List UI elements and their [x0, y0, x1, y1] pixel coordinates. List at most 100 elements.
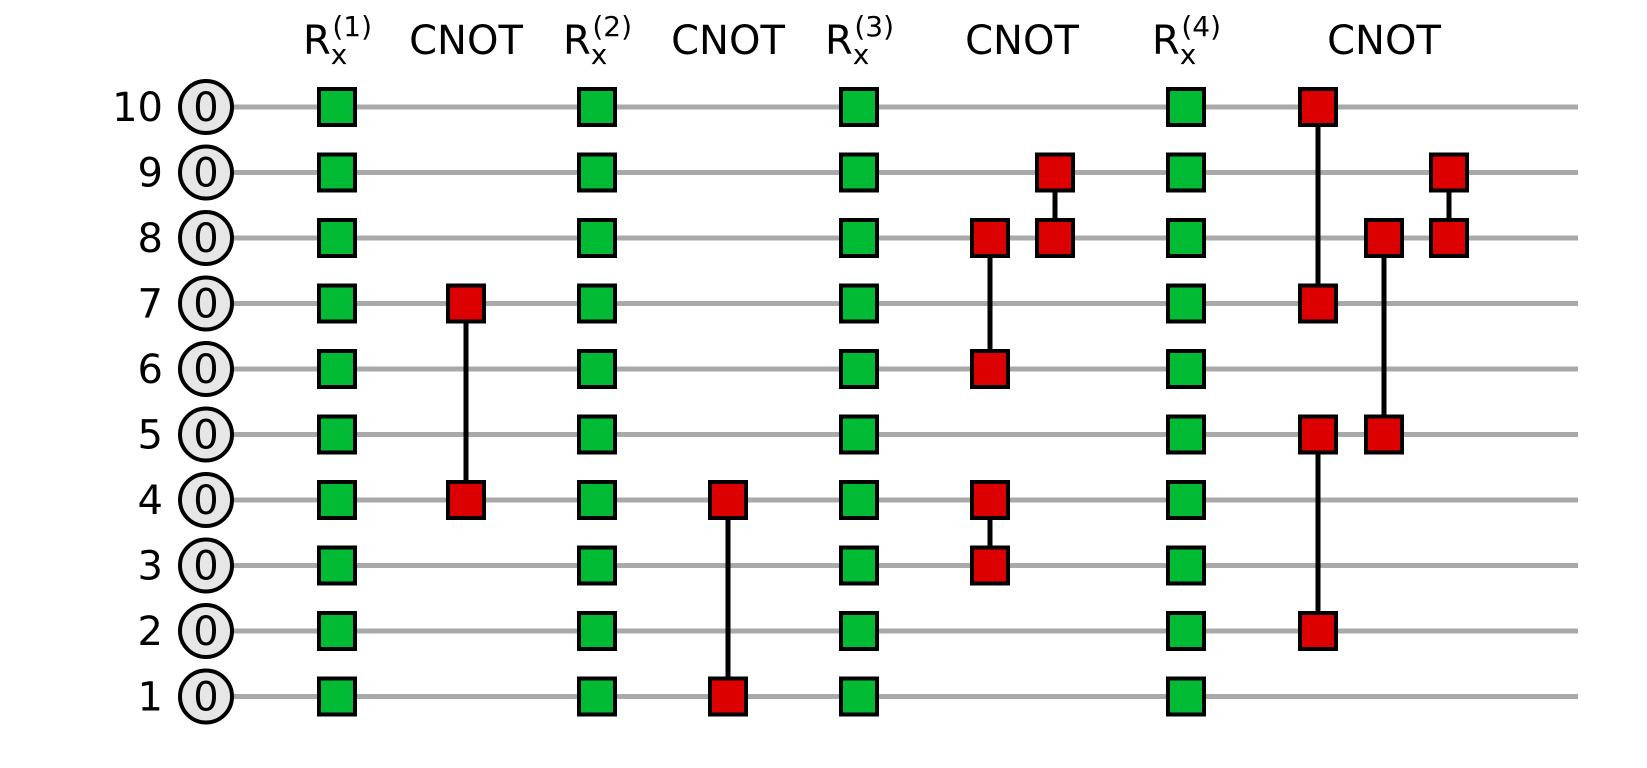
cnot-gate	[1298, 611, 1338, 651]
cnot-gate	[1035, 152, 1075, 193]
rotation-gate	[577, 676, 617, 717]
rotation-label-base: R	[1152, 18, 1180, 64]
initial-state-value: 0	[193, 216, 218, 262]
rotation-label-sub: x	[1180, 38, 1197, 71]
initial-state-value: 0	[193, 151, 218, 197]
qubit-index-label: 4	[138, 478, 163, 524]
initial-state-value: 0	[193, 347, 218, 393]
cnot-layer-label: CNOT	[1327, 18, 1441, 64]
rotation-layer-label: Rx(4)	[1152, 10, 1221, 71]
cnot-gate	[1429, 218, 1469, 258]
qubit-index-label: 5	[138, 413, 163, 459]
initial-state-circle	[178, 341, 234, 397]
qubit-index-label: 1	[138, 675, 163, 721]
rotation-gate	[317, 218, 357, 258]
cnot-gate	[1298, 414, 1338, 455]
initial-state-circle	[178, 79, 234, 135]
rotation-gate	[1166, 545, 1206, 586]
gates	[317, 87, 1469, 717]
initial-state-circle	[178, 210, 234, 266]
rotation-gate	[839, 545, 879, 586]
cnot-gate	[970, 545, 1010, 586]
rotation-label-base: R	[303, 18, 331, 64]
cnot-gate	[970, 218, 1010, 258]
rotation-gate	[317, 545, 357, 586]
initial-state-circle	[178, 668, 234, 725]
cnot-gate	[1298, 283, 1338, 324]
rotation-gate	[577, 414, 617, 455]
rotation-gate	[317, 414, 357, 455]
rotation-gate	[839, 349, 879, 389]
cnot-layer-label: CNOT	[965, 18, 1079, 64]
rotation-gate	[1166, 414, 1206, 455]
initial-state-circle	[178, 275, 234, 332]
rotation-gate	[839, 152, 879, 193]
rotation-gate	[317, 611, 357, 651]
rotation-gate	[577, 611, 617, 651]
cnot-gate	[1364, 414, 1404, 455]
initial-state-value: 0	[193, 675, 218, 721]
cnot-layer-label: CNOT	[671, 18, 785, 64]
rotation-gate	[1166, 152, 1206, 193]
rotation-gate	[839, 611, 879, 651]
initial-state-value: 0	[193, 85, 218, 131]
qubit-index-label: 7	[138, 282, 163, 328]
cnot-links	[463, 107, 1452, 697]
rotation-layer-label: Rx(3)	[825, 10, 894, 71]
rotation-label-sub: x	[591, 38, 608, 71]
qubit-index-label: 3	[138, 544, 163, 590]
initial-state-value: 0	[193, 609, 218, 655]
qubit-index-label: 2	[138, 609, 163, 655]
rotation-gate	[1166, 87, 1206, 127]
initial-state-circle	[178, 537, 234, 594]
rotation-gate	[1166, 283, 1206, 324]
rotation-gate	[317, 283, 357, 324]
rotation-gate	[577, 349, 617, 389]
rotation-gate	[317, 349, 357, 389]
rotation-gate	[1166, 480, 1206, 520]
qubit-index-label: 6	[138, 347, 163, 393]
cnot-layer-label: CNOT	[409, 18, 523, 64]
cnot-gate	[708, 676, 748, 717]
cnot-gate	[970, 349, 1010, 389]
cnot-gate	[446, 283, 486, 324]
rotation-label-sup: (1)	[332, 10, 372, 43]
cnot-gate	[1364, 218, 1404, 258]
rotation-gate	[577, 152, 617, 193]
initial-state-value: 0	[193, 282, 218, 328]
rotation-gate	[317, 152, 357, 193]
rotation-label-sub: x	[853, 38, 870, 71]
qubit-index-label: 10	[112, 85, 163, 131]
rotation-gate	[1166, 218, 1206, 258]
rotation-label-sup: (3)	[854, 10, 894, 43]
initial-state-value: 0	[193, 478, 218, 524]
rotation-gate	[839, 283, 879, 324]
qubit-index-label: 9	[138, 151, 163, 197]
cnot-gate	[708, 480, 748, 520]
rotation-gate	[577, 87, 617, 127]
rotation-gate	[839, 480, 879, 520]
cnot-gate	[1429, 152, 1469, 193]
cnot-gate	[446, 480, 486, 520]
rotation-gate	[839, 87, 879, 127]
initial-state-value: 0	[193, 544, 218, 590]
initial-state-circle	[178, 472, 234, 528]
initial-state-value: 0	[193, 413, 218, 459]
rotation-gate	[1166, 611, 1206, 651]
rotation-gate	[577, 218, 617, 258]
initial-state-circle	[178, 603, 234, 659]
rotation-gate	[1166, 349, 1206, 389]
rotation-gate	[317, 676, 357, 717]
rotation-layer-label: Rx(1)	[303, 10, 372, 71]
rotation-gate	[1166, 676, 1206, 717]
rotation-label-sup: (2)	[592, 10, 632, 43]
rotation-gate	[839, 414, 879, 455]
rotation-gate	[839, 218, 879, 258]
qubit-index-label: 8	[138, 216, 163, 262]
rotation-label-sup: (4)	[1181, 10, 1221, 43]
wires	[222, 104, 1578, 699]
rotation-gate	[577, 545, 617, 586]
